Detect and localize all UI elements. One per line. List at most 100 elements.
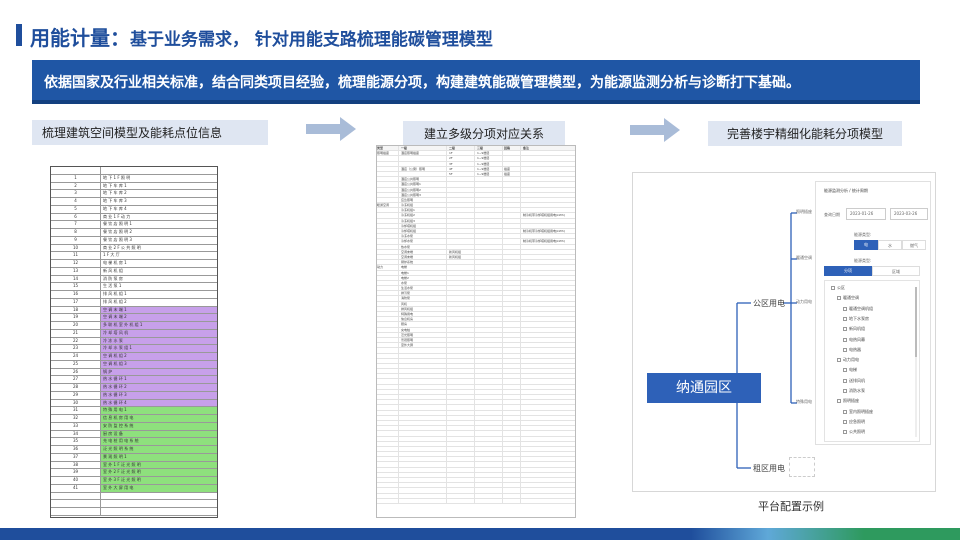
table-cell bbox=[377, 218, 399, 223]
table-cell bbox=[447, 270, 475, 275]
park-root-node[interactable]: 纳通园区 bbox=[647, 373, 761, 403]
table-cell: 冷冻机组1 bbox=[399, 208, 447, 213]
table-cell bbox=[447, 312, 475, 317]
table-cell bbox=[377, 156, 399, 161]
tree-item[interactable]: 电热器 bbox=[843, 347, 861, 353]
energy-option-electric[interactable]: 电 bbox=[854, 240, 878, 250]
tenant-power-node[interactable]: 租区用电 bbox=[753, 464, 785, 473]
tree-item[interactable]: 暖通空调 bbox=[837, 295, 859, 301]
sub-node-lighting[interactable]: 照明插座 bbox=[796, 209, 812, 214]
table-cell: 冷冻水泵 bbox=[399, 234, 447, 239]
tree-scroll-thumb[interactable] bbox=[915, 287, 917, 357]
checkbox-icon[interactable] bbox=[843, 419, 847, 424]
table-cell bbox=[447, 234, 475, 239]
table-cell: 冷却塔机组 bbox=[399, 223, 447, 228]
table-cell bbox=[521, 156, 575, 160]
checkbox-icon[interactable] bbox=[843, 368, 847, 373]
table-cell bbox=[447, 260, 475, 265]
checkbox-icon[interactable] bbox=[843, 389, 847, 393]
tree-item[interactable]: 暖通空调机组 bbox=[843, 306, 873, 312]
table-cell bbox=[503, 197, 521, 203]
public-power-node[interactable]: 公区用电 bbox=[753, 299, 785, 308]
tree-item[interactable]: 送排风机 bbox=[843, 378, 865, 384]
table-cell: 信息机房 bbox=[399, 317, 447, 322]
column-header: 备注 bbox=[523, 146, 530, 150]
table-row bbox=[377, 488, 575, 494]
table-cell bbox=[503, 337, 521, 343]
table-cell bbox=[447, 332, 475, 337]
date-start-input[interactable]: 2023-01-26 bbox=[846, 208, 886, 220]
checkbox-icon[interactable] bbox=[843, 327, 847, 332]
tree-item-label: 暖通空调 bbox=[843, 295, 859, 301]
tree-item[interactable]: 新风机组 bbox=[843, 326, 865, 332]
table-cell bbox=[447, 327, 475, 332]
table-cell bbox=[521, 317, 575, 321]
table-row: 室外大屏 bbox=[377, 343, 575, 349]
tree-item[interactable]: 地下水泵房 bbox=[843, 316, 869, 322]
checkbox-icon[interactable] bbox=[843, 316, 847, 321]
checkbox-icon[interactable] bbox=[843, 337, 847, 342]
tree-tab-area[interactable]: 区域 bbox=[872, 266, 920, 276]
table-row: 充电桩 bbox=[377, 327, 575, 333]
date-end-input[interactable]: 2023-03-26 bbox=[890, 208, 928, 220]
tree-item[interactable]: 公共照明 bbox=[843, 429, 865, 435]
table-cell bbox=[503, 187, 521, 192]
tree-item[interactable]: 电热风幕 bbox=[843, 337, 865, 343]
table-cell bbox=[521, 177, 575, 181]
point-name: 信 息 机 房 用 电 bbox=[101, 415, 217, 422]
table-cell bbox=[521, 182, 575, 186]
checkbox-icon[interactable] bbox=[837, 358, 841, 363]
tree-tab-subitem[interactable]: 分项 bbox=[824, 266, 872, 276]
checkbox-icon[interactable] bbox=[843, 306, 847, 311]
table-cell bbox=[475, 301, 503, 306]
checkbox-icon[interactable] bbox=[843, 347, 847, 352]
checkbox-icon[interactable] bbox=[843, 430, 847, 435]
table-cell: 电梯1 bbox=[399, 270, 447, 275]
point-name: 空 调 机 组 2 bbox=[101, 353, 217, 360]
table-row: 酒店公共照明1 bbox=[377, 182, 575, 188]
date-label: 查询日期 bbox=[824, 212, 840, 217]
checkbox-icon[interactable] bbox=[843, 409, 847, 414]
point-name: 室 外 3 F 泛 光 照 明 bbox=[101, 477, 217, 484]
tree-item[interactable]: 室内照明插座 bbox=[843, 409, 873, 415]
sub-node-power[interactable]: 动力用电 bbox=[796, 299, 812, 304]
page-title-main: 用能计量： bbox=[30, 26, 130, 50]
sub-node-hvac[interactable]: 暖通空调 bbox=[796, 255, 812, 260]
checkbox-icon[interactable] bbox=[837, 296, 841, 301]
table-cell bbox=[521, 286, 575, 290]
tree-item[interactable]: 电梯 bbox=[843, 367, 857, 373]
checkbox-icon[interactable] bbox=[837, 399, 841, 404]
energy-option-water[interactable]: 水 bbox=[878, 240, 902, 250]
table-cell: 制冷机带冷却塔机组用电(kWh) bbox=[523, 229, 565, 233]
tree-item[interactable]: 动力用电 bbox=[837, 357, 859, 363]
point-name: 餐 饮 店 照 明 1 bbox=[103, 221, 132, 227]
table-cell bbox=[475, 218, 503, 223]
row-number: 27 bbox=[51, 376, 101, 383]
table-cell bbox=[503, 291, 521, 296]
point-name: 生 活 泵 1 bbox=[103, 283, 122, 289]
tree-scrollbar[interactable] bbox=[915, 287, 917, 437]
tree-item[interactable]: 照明插座 bbox=[837, 398, 859, 404]
table-cell bbox=[521, 162, 575, 166]
checkbox-icon[interactable] bbox=[843, 378, 847, 383]
table-cell bbox=[503, 239, 521, 244]
point-name: 空 调 机 组 3 bbox=[101, 360, 217, 368]
table-cell bbox=[503, 260, 521, 265]
tree-item[interactable]: 消防水泵 bbox=[843, 388, 865, 394]
table-row bbox=[377, 472, 575, 478]
sub-node-special[interactable]: 特殊用电 bbox=[796, 399, 812, 404]
table-cell: 充电桩 bbox=[399, 327, 447, 332]
point-name: 餐 饮 店 照 明 3 bbox=[103, 236, 132, 242]
table-row: 冷却塔机组 bbox=[377, 223, 575, 229]
row-number: 9 bbox=[51, 236, 101, 244]
tree-item[interactable]: 应急照明 bbox=[843, 419, 865, 425]
checkbox-icon[interactable] bbox=[831, 286, 835, 290]
tree-item[interactable]: 公区 bbox=[831, 285, 845, 291]
row-number: 28 bbox=[51, 384, 101, 391]
table-cell bbox=[377, 197, 399, 203]
energy-option-gas[interactable]: 燃气 bbox=[902, 240, 926, 250]
table-cell bbox=[377, 280, 399, 286]
